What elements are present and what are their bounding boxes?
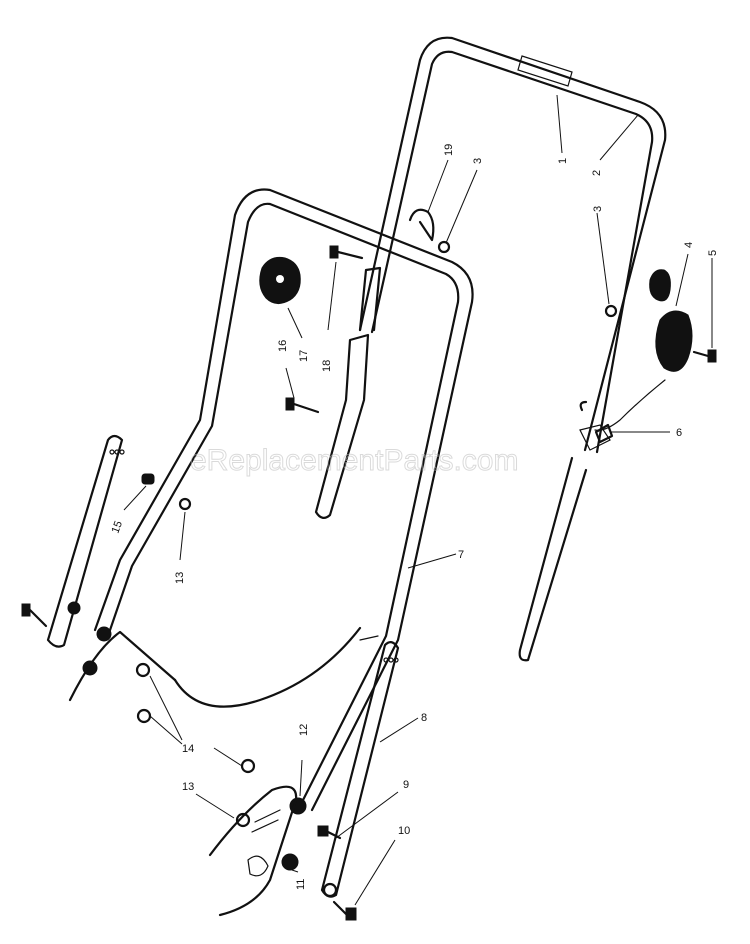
callout-1: 1 bbox=[557, 158, 569, 164]
deck-fragment bbox=[68, 630, 298, 917]
knob-17 bbox=[259, 257, 301, 304]
callout-17: 17 bbox=[298, 350, 310, 362]
handle-grip-label bbox=[517, 55, 573, 87]
callout-8: 8 bbox=[421, 712, 427, 724]
callout-3-right: 3 bbox=[592, 206, 604, 212]
callout-16: 16 bbox=[277, 340, 289, 352]
left-bracket bbox=[46, 434, 125, 648]
callout-3-top: 3 bbox=[472, 158, 484, 164]
watermark: eReplacementParts.com bbox=[190, 444, 518, 477]
callout-4: 4 bbox=[683, 242, 695, 248]
callout-5: 5 bbox=[707, 250, 719, 256]
callout-19: 19 bbox=[443, 144, 455, 156]
callout-13-bottom: 13 bbox=[182, 781, 194, 793]
callout-12: 12 bbox=[298, 724, 310, 736]
nuts bbox=[67, 240, 618, 898]
callout-11: 11 bbox=[295, 879, 307, 890]
cable-clip-6 bbox=[579, 400, 614, 444]
cable-adjuster bbox=[655, 310, 693, 372]
callout-13-mid: 13 bbox=[174, 572, 186, 584]
upper-handle bbox=[358, 36, 667, 662]
pin-15 bbox=[141, 473, 155, 485]
knob-4 bbox=[649, 269, 671, 302]
callout-labels: 1 2 3 3 4 5 6 7 8 9 10 11 12 13 13 14 15… bbox=[110, 144, 719, 890]
callout-7: 7 bbox=[458, 549, 464, 561]
callout-18: 18 bbox=[321, 360, 333, 372]
bolt-16 bbox=[285, 397, 320, 414]
callout-10: 10 bbox=[398, 825, 410, 837]
bolt-18 bbox=[329, 245, 364, 260]
control-rod bbox=[314, 333, 370, 519]
callout-14: 14 bbox=[182, 743, 194, 755]
callout-9: 9 bbox=[403, 779, 409, 791]
callout-15: 15 bbox=[110, 519, 125, 535]
bolt-left bbox=[21, 603, 48, 628]
bolt-5 bbox=[692, 349, 717, 363]
leader-lines bbox=[123, 94, 713, 906]
hairpin-19 bbox=[408, 208, 435, 242]
control-cable bbox=[173, 626, 362, 708]
callout-2: 2 bbox=[591, 170, 603, 176]
bolt-10 bbox=[332, 900, 357, 921]
callout-6: 6 bbox=[676, 427, 682, 439]
lower-handle bbox=[93, 188, 474, 812]
